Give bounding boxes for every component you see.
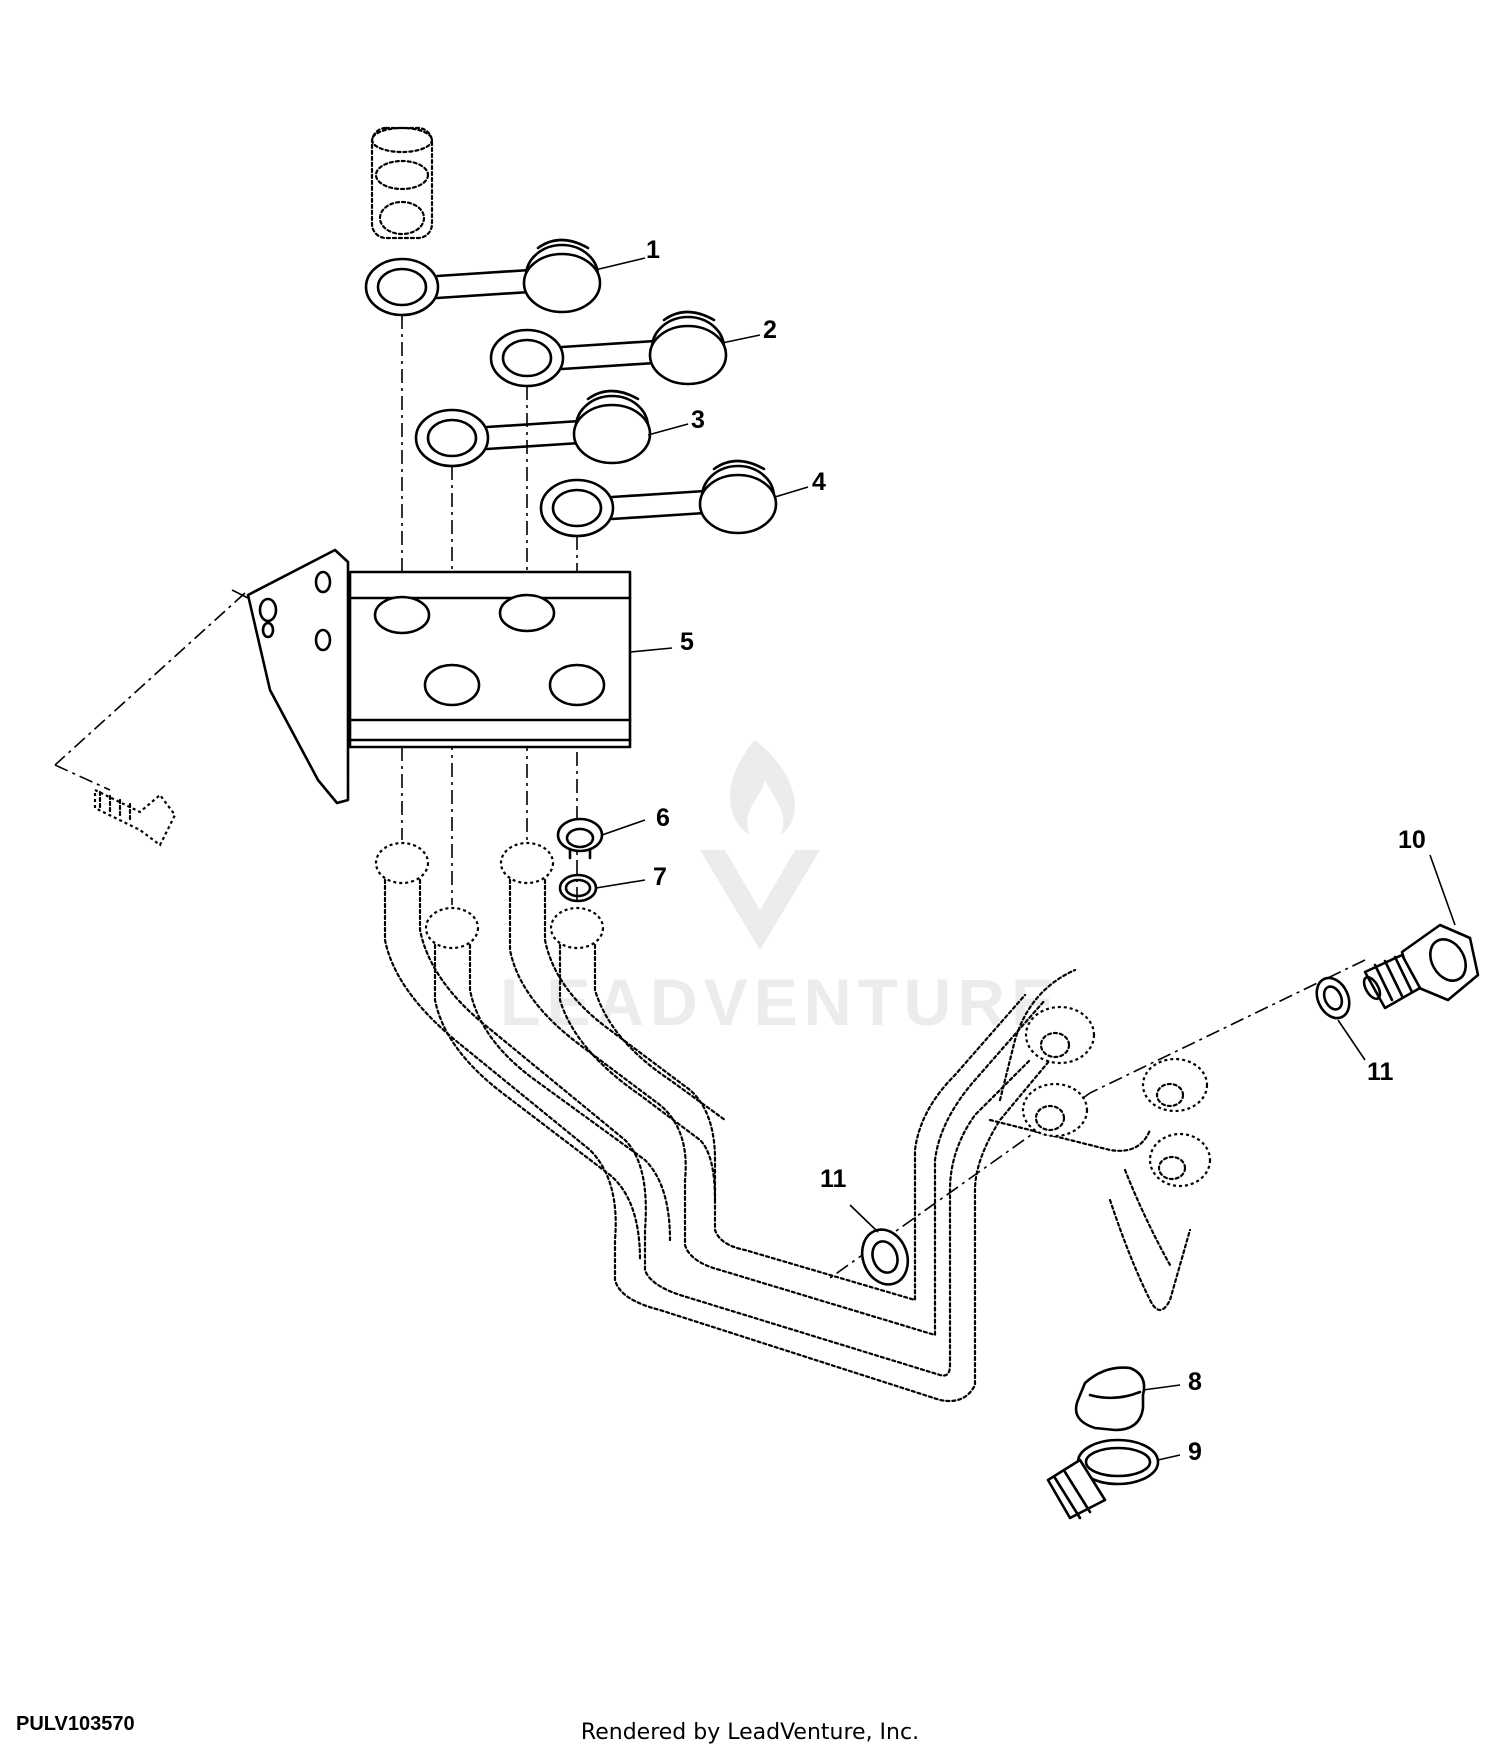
dust-cap-1 [364,238,602,317]
callout-6: 6 [656,804,670,832]
callout-11-lower: 11 [820,1165,847,1193]
banjo-bolt [1362,923,1480,1010]
manifold-block [348,570,632,749]
snap-ring [556,817,604,860]
dust-cap-3 [414,389,652,468]
bracket-bolt-ghost [93,788,177,847]
dust-cap-2 [489,310,728,388]
clamp-cushion [1074,1366,1146,1432]
o-ring [558,873,598,903]
callout-3: 3 [691,406,705,434]
watermark-flame-icon [730,740,795,835]
callout-11-right: 11 [1367,1058,1394,1086]
callout-8: 8 [1188,1368,1202,1396]
watermark: LEADVENTURE [500,740,1061,1039]
callout-7: 7 [653,863,667,891]
leader-lines [231,257,1456,1461]
upper-fitting-ghost [370,126,434,240]
mounting-bracket [246,548,350,805]
callout-4: 4 [812,468,826,496]
callout-10: 10 [1398,826,1426,854]
callout-2: 2 [763,316,777,344]
callout-5: 5 [680,628,694,656]
render-credit: Rendered by LeadVenture, Inc. [580,1720,920,1745]
centerlines [54,315,1366,1279]
callout-labels: 1 2 3 4 5 6 7 8 9 10 11 11 [646,236,1426,1466]
hose-clamp [1046,1438,1160,1520]
dust-cap-4 [539,459,778,538]
figure-id: PULV103570 [16,1713,135,1735]
callout-9: 9 [1188,1438,1202,1466]
callout-1: 1 [646,236,660,264]
sealing-washer-right [1315,976,1351,1020]
watermark-text: LEADVENTURE [500,965,1061,1039]
hydraulic-lines-ghost [374,841,1212,1403]
watermark-v-icon [700,850,820,950]
sealing-washer-lower [860,1228,910,1286]
